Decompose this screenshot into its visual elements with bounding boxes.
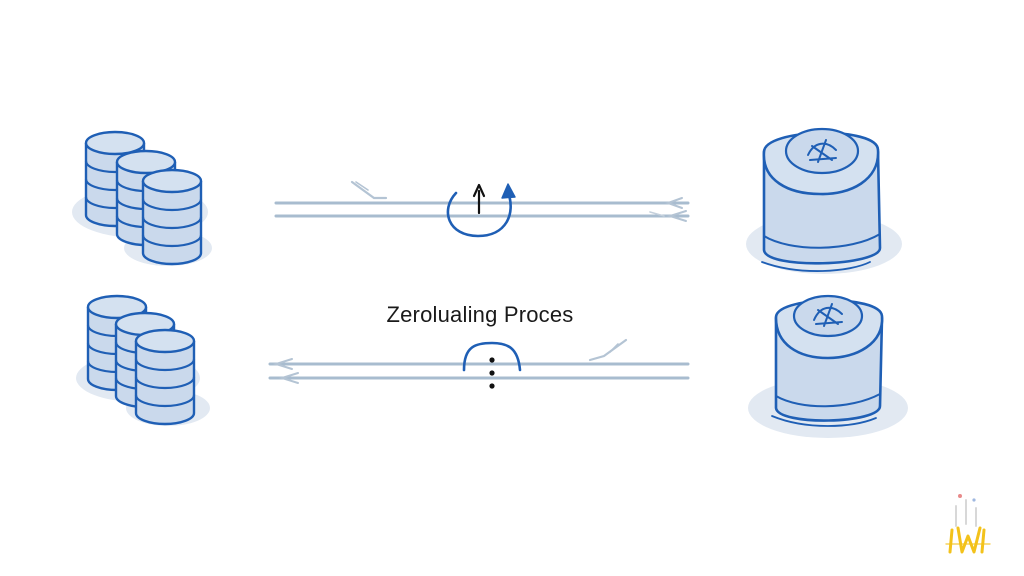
bottom-flow-lines	[268, 338, 690, 384]
database-stack-icon	[76, 294, 210, 426]
process-node-icon	[462, 341, 522, 389]
brand-logo-icon	[945, 494, 991, 554]
process-label: Zerolualing Proces	[386, 302, 574, 327]
storage-drum-icon	[746, 127, 902, 274]
top-flow-lines	[274, 180, 690, 222]
storage-drum-icon	[748, 294, 908, 438]
cycle-arrow-icon	[446, 183, 516, 238]
database-stack-icon	[72, 130, 212, 266]
